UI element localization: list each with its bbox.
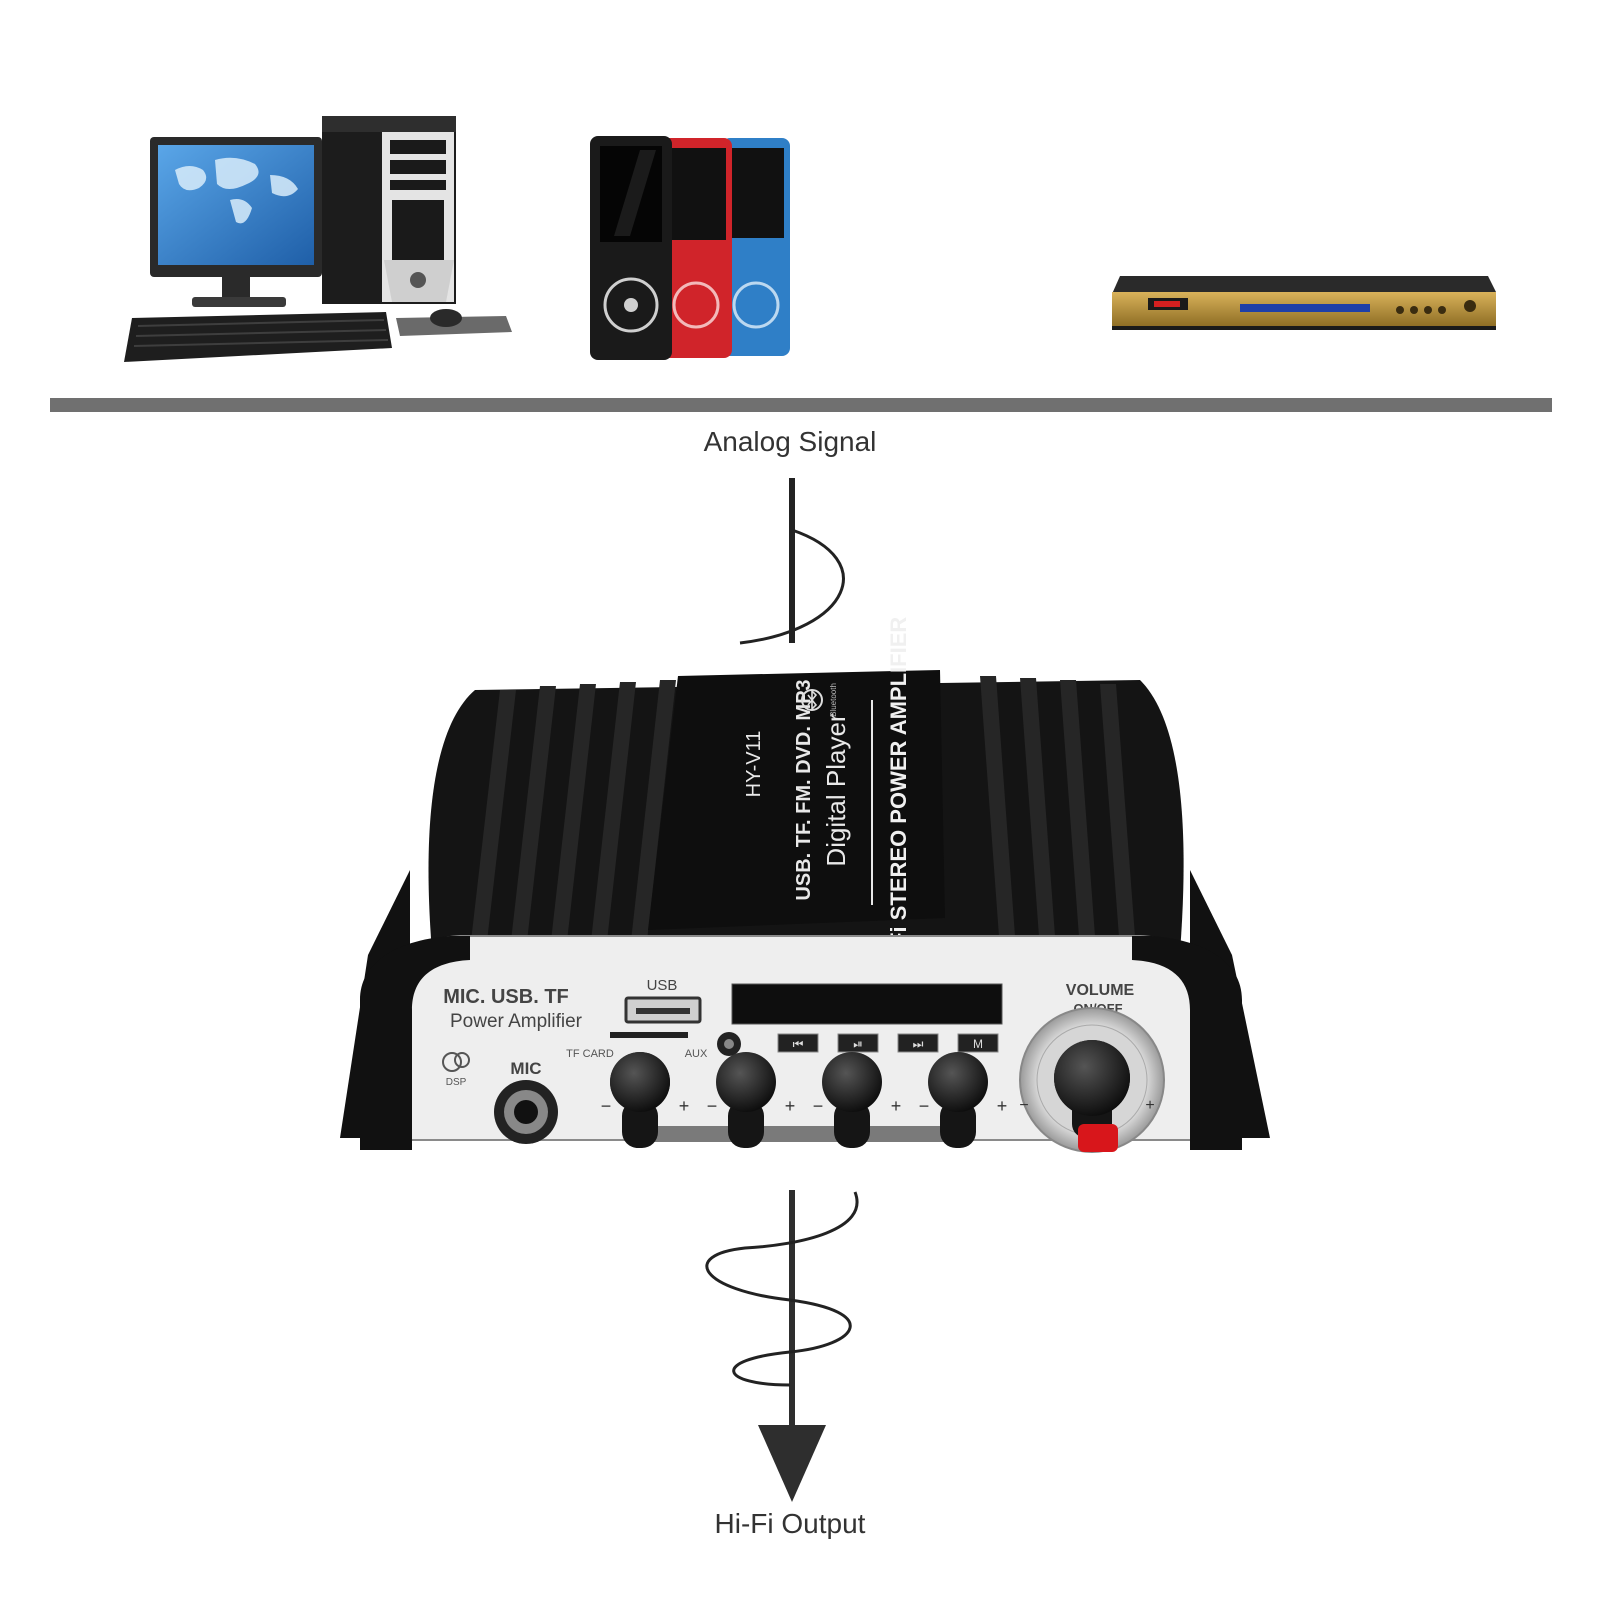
- product-title: Hi-Fi STEREO POWER AMPLIFIER: [886, 617, 911, 976]
- left-corner-guard: [360, 936, 470, 1150]
- aux-jack[interactable]: [717, 1032, 741, 1056]
- prev-button[interactable]: ⏮: [777, 1033, 819, 1053]
- mode-icon: M: [973, 1037, 983, 1051]
- mic-label: MIC: [510, 1059, 541, 1078]
- volume-label: VOLUME: [1066, 982, 1135, 999]
- volume-minus: −: [1019, 1097, 1028, 1114]
- play-pause-icon: ⏯: [853, 1037, 863, 1051]
- heatsink-fins: [470, 676, 1136, 950]
- mode-button[interactable]: M: [957, 1033, 999, 1053]
- amplifier: HY-V11 USB. TF. FM. DVD. MP3 Digital Pla…: [340, 617, 1270, 1153]
- panel-title: MIC. USB. TF: [443, 986, 569, 1008]
- led-display: [731, 983, 1003, 1025]
- play-pause-button[interactable]: ⏯: [837, 1033, 879, 1053]
- tf-card-label: TF CARD: [566, 1048, 614, 1060]
- volume-knob[interactable]: [1019, 1007, 1165, 1153]
- knob-1-plus: +: [679, 1096, 690, 1116]
- right-corner-guard: [1132, 936, 1242, 1150]
- dvd-player-icon: [1112, 276, 1496, 330]
- tf-card-slot[interactable]: [610, 1032, 688, 1038]
- label-plate: [648, 670, 945, 930]
- usb-label: USB: [647, 977, 678, 994]
- desktop-computer-icon: [124, 116, 512, 362]
- formats-label: USB. TF. FM. DVD. MP3: [793, 679, 815, 900]
- knob-3-minus: −: [813, 1096, 824, 1116]
- dsp-label: DSP: [446, 1077, 467, 1088]
- dsp-icon: [442, 1052, 470, 1072]
- knob-2-minus: −: [707, 1096, 718, 1116]
- prev-icon: ⏮: [793, 1037, 804, 1051]
- grille: [640, 1126, 970, 1142]
- hifi-output-arrow: [705, 1190, 859, 1502]
- knob-3[interactable]: [822, 1052, 882, 1148]
- bluetooth-label: Bluetooth: [829, 683, 838, 717]
- knob-3-plus: +: [891, 1096, 902, 1116]
- volume-plus: +: [1145, 1097, 1154, 1114]
- knob-4-minus: −: [919, 1096, 930, 1116]
- analog-signal-label: Analog Signal: [703, 426, 877, 457]
- bluetooth-icon: [801, 689, 823, 711]
- knob-range-marks: − + − + − + − +: [601, 1096, 1008, 1116]
- knob-4[interactable]: [928, 1052, 988, 1148]
- model-label: HY-V11: [743, 731, 765, 798]
- player-label: Digital Player: [821, 713, 851, 867]
- usb-port[interactable]: [624, 996, 702, 1024]
- analog-signal-wave: [739, 478, 845, 645]
- knob-2[interactable]: [716, 1052, 776, 1148]
- aux-label: AUX: [685, 1048, 708, 1060]
- knob-1[interactable]: [610, 1052, 670, 1148]
- next-icon: ⏭: [913, 1037, 924, 1051]
- mp3-players-icon: [590, 136, 790, 360]
- knob-4-plus: +: [997, 1096, 1008, 1116]
- divider-line: [50, 398, 1552, 412]
- next-button[interactable]: ⏭: [897, 1033, 939, 1053]
- hifi-output-label: Hi-Fi Output: [714, 1508, 866, 1539]
- knob-1-minus: −: [601, 1096, 612, 1116]
- mic-jack[interactable]: [494, 1080, 558, 1144]
- panel-subtitle: Power Amplifier: [450, 1011, 583, 1032]
- power-button[interactable]: [1078, 1124, 1118, 1152]
- knob-2-plus: +: [785, 1096, 796, 1116]
